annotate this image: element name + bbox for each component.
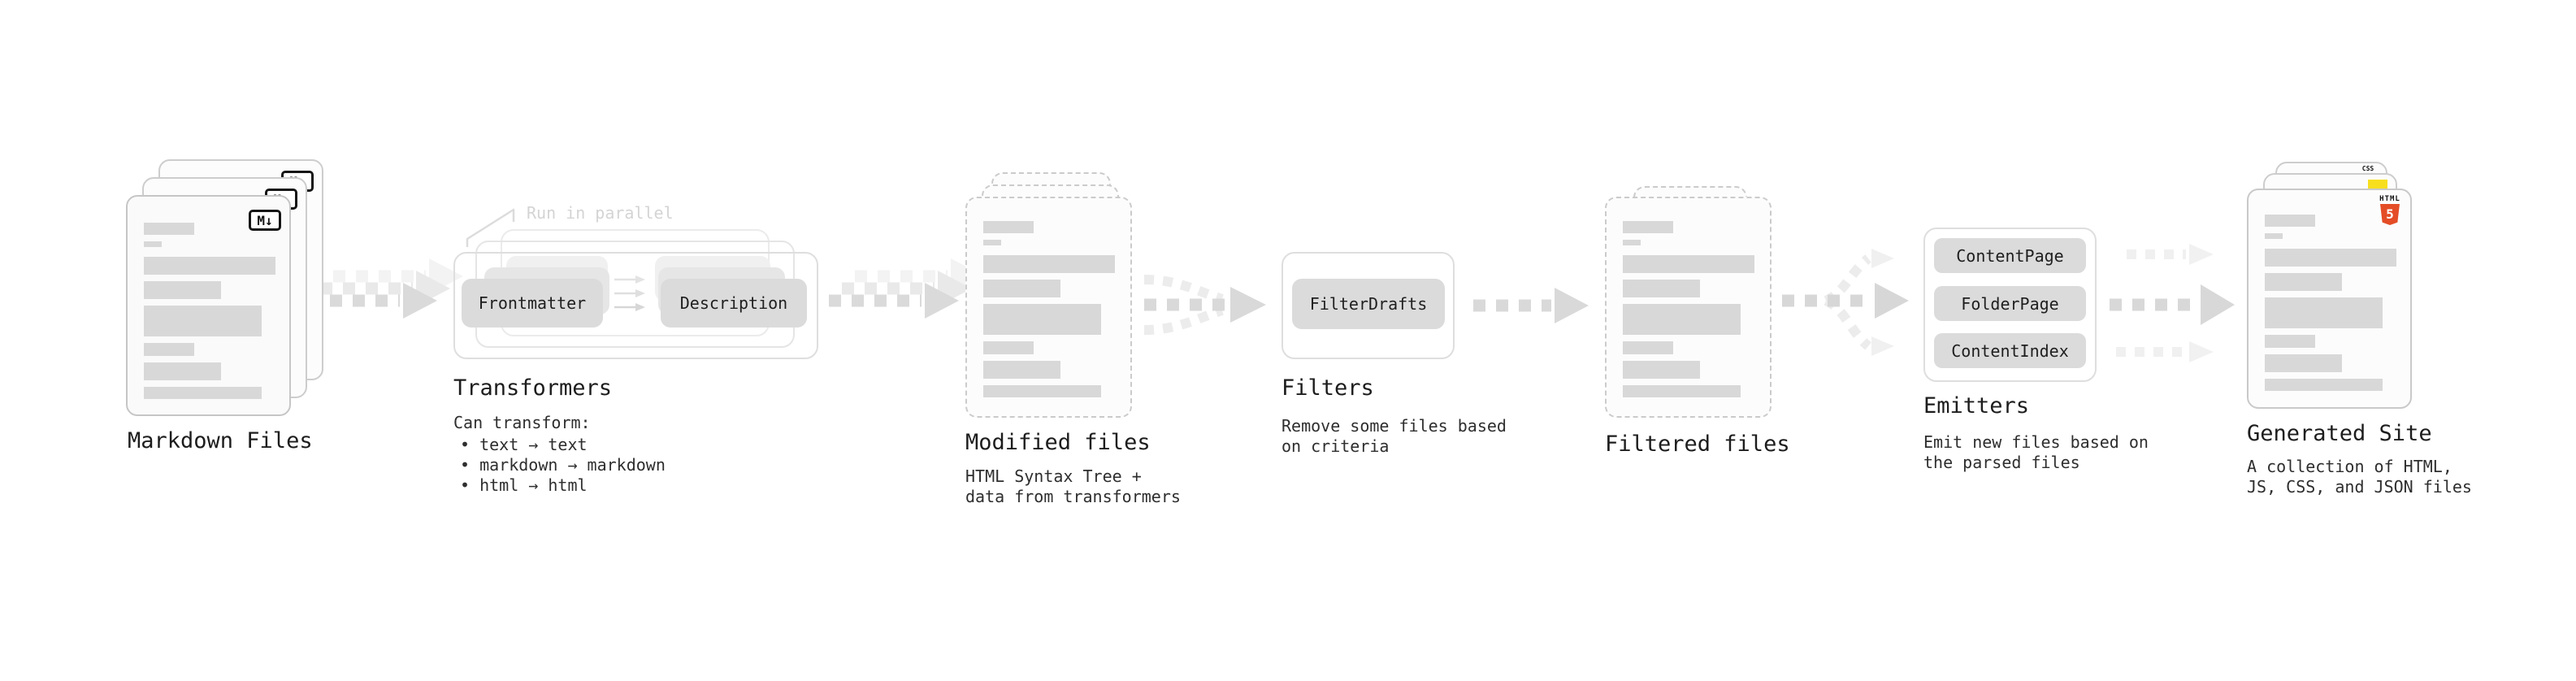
text-line-placeholder <box>144 362 221 380</box>
emitters-description: Emit new files based on the parsed files <box>1923 432 2149 472</box>
text-line-placeholder <box>983 341 1034 354</box>
js-icon <box>2368 180 2387 190</box>
parallel-flow-arrows-icon <box>614 275 645 311</box>
text-line-placeholder <box>144 223 194 235</box>
text-line-placeholder <box>1623 341 1673 354</box>
text-line-placeholder <box>983 280 1060 297</box>
transformers-description: Can transform: <box>453 413 591 432</box>
annotation-run-in-parallel: Run in parallel <box>527 203 674 223</box>
transformer-panel <box>453 252 818 359</box>
text-line-placeholder <box>2265 335 2315 348</box>
text-line-placeholder <box>983 255 1115 273</box>
document-content-placeholder <box>1623 221 1754 397</box>
markdown-file-card: M↓ <box>126 195 291 416</box>
text-line-placeholder <box>2265 379 2383 391</box>
text-line-placeholder <box>983 240 1001 245</box>
filter-node-filterdrafts: FilterDrafts <box>1292 279 1445 329</box>
arrow-emitters-to-site-icon <box>2110 244 2235 362</box>
text-line-placeholder <box>1623 280 1700 297</box>
arrow-markdown-to-transformers-icon <box>307 258 463 319</box>
arrow-modified-to-filters-icon <box>1143 275 1266 335</box>
generated-site-title: Generated Site <box>2247 421 2432 446</box>
emitter-node-label: ContentPage <box>1956 245 2064 266</box>
text-line-placeholder <box>1623 221 1673 233</box>
text-line-placeholder <box>983 221 1034 233</box>
emitter-node-label: ContentIndex <box>1951 340 2069 361</box>
transformer-node-label: Description <box>679 293 788 313</box>
filtered-file-card <box>1605 197 1772 418</box>
text-line-placeholder <box>2265 233 2283 239</box>
text-line-placeholder <box>144 241 162 247</box>
arrow-filters-to-filtered-icon <box>1473 288 1589 323</box>
document-content-placeholder <box>983 221 1115 397</box>
arrow-filtered-to-emitters-icon <box>1782 249 1909 356</box>
filter-node-label: FilterDrafts <box>1309 294 1428 314</box>
text-line-placeholder <box>2265 215 2315 227</box>
text-line-placeholder <box>2265 249 2396 267</box>
text-line-placeholder <box>1623 304 1741 335</box>
text-line-placeholder <box>2265 354 2342 372</box>
text-line-placeholder <box>983 385 1101 397</box>
transformers-bullet-list: • text → text • markdown → markdown • ht… <box>460 435 666 496</box>
document-content-placeholder <box>2265 215 2396 391</box>
bullet-item: • markdown → markdown <box>460 455 666 475</box>
text-line-placeholder <box>1623 240 1641 245</box>
text-line-placeholder <box>983 361 1060 379</box>
text-line-placeholder <box>2265 297 2383 328</box>
transformer-node-label: Frontmatter <box>478 293 587 313</box>
modified-files-title: Modified files <box>965 430 1151 455</box>
emitter-node-contentindex: ContentIndex <box>1934 333 2086 368</box>
text-line-placeholder <box>2265 273 2342 291</box>
text-line-placeholder <box>144 387 262 399</box>
transformer-node-frontmatter: Frontmatter <box>462 279 603 327</box>
markdown-icon: M↓ <box>249 210 281 231</box>
site-file-card-html: HTML 5 <box>2247 189 2412 409</box>
modified-file-card <box>965 197 1132 418</box>
markdown-files-title: Markdown Files <box>128 428 313 453</box>
text-line-placeholder <box>983 304 1101 335</box>
filters-title: Filters <box>1281 375 1374 401</box>
text-line-placeholder <box>1623 255 1754 273</box>
transformers-title: Transformers <box>453 375 613 401</box>
filters-description: Remove some files based on criteria <box>1281 416 1507 456</box>
annotation-leader-line-icon <box>466 208 515 247</box>
transformer-node-description: Description <box>661 279 807 327</box>
filtered-files-title: Filtered files <box>1605 432 1790 457</box>
generated-site-description: A collection of HTML, JS, CSS, and JSON … <box>2247 457 2472 497</box>
emitter-node-contentpage: ContentPage <box>1934 238 2086 273</box>
modified-files-description: HTML Syntax Tree + data from transformer… <box>965 466 1181 506</box>
emitters-title: Emitters <box>1923 393 2030 419</box>
bullet-item: • html → html <box>460 475 588 495</box>
arrow-transformers-to-modified-icon <box>829 258 985 319</box>
text-line-placeholder <box>144 257 275 275</box>
html5-icon: HTML 5 <box>2378 195 2402 225</box>
bullet-item: • text → text <box>460 435 588 454</box>
text-line-placeholder <box>1623 361 1700 379</box>
emitter-node-label: FolderPage <box>1961 293 2059 314</box>
text-line-placeholder <box>144 306 262 336</box>
text-line-placeholder <box>144 343 194 356</box>
text-line-placeholder <box>144 281 221 299</box>
text-line-placeholder <box>1623 385 1741 397</box>
emitter-node-folderpage: FolderPage <box>1934 286 2086 321</box>
document-content-placeholder <box>144 223 275 399</box>
